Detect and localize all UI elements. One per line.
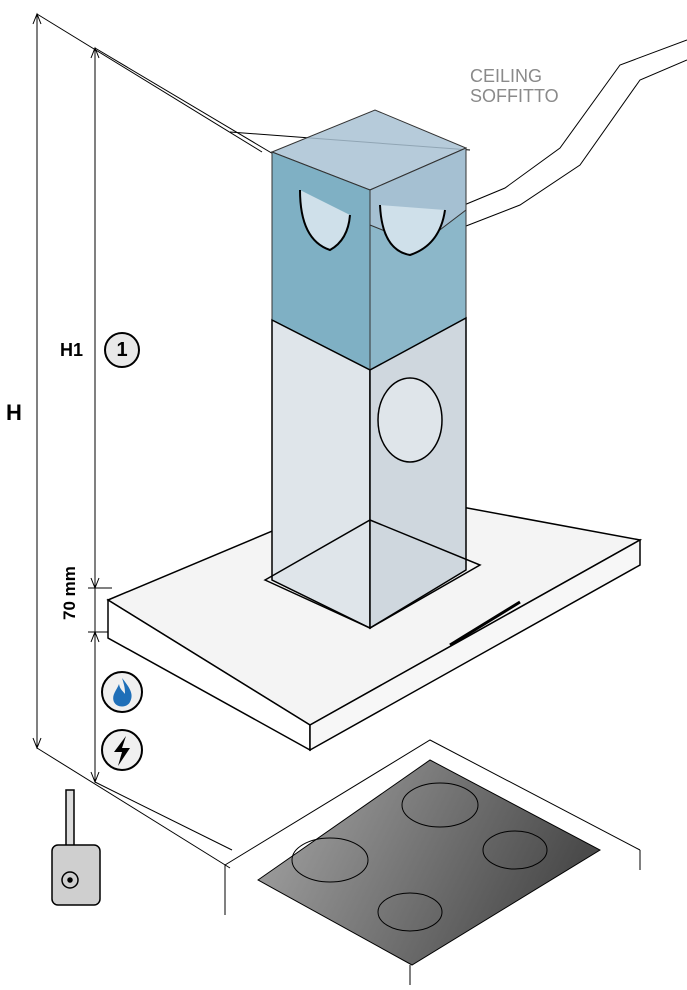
ceiling-label: CEILING SOFFITTO [470, 66, 559, 106]
tape-measure-icon [51, 789, 101, 906]
hob [224, 739, 641, 985]
lightning-bolt-icon [101, 729, 143, 771]
height-label-h1: H1 [60, 340, 84, 360]
lower-chimney [263, 316, 482, 630]
ceiling-label-it: SOFFITTO [470, 86, 559, 106]
height-label-h: H [6, 400, 22, 425]
callout-badge: 1 [104, 332, 140, 368]
gas-flame-icon [101, 671, 143, 713]
upper-chimney [270, 109, 468, 371]
gap-label: 70 mm [60, 566, 79, 620]
dimension-lines [32, 12, 281, 869]
ceiling-label-en: CEILING [470, 66, 543, 86]
